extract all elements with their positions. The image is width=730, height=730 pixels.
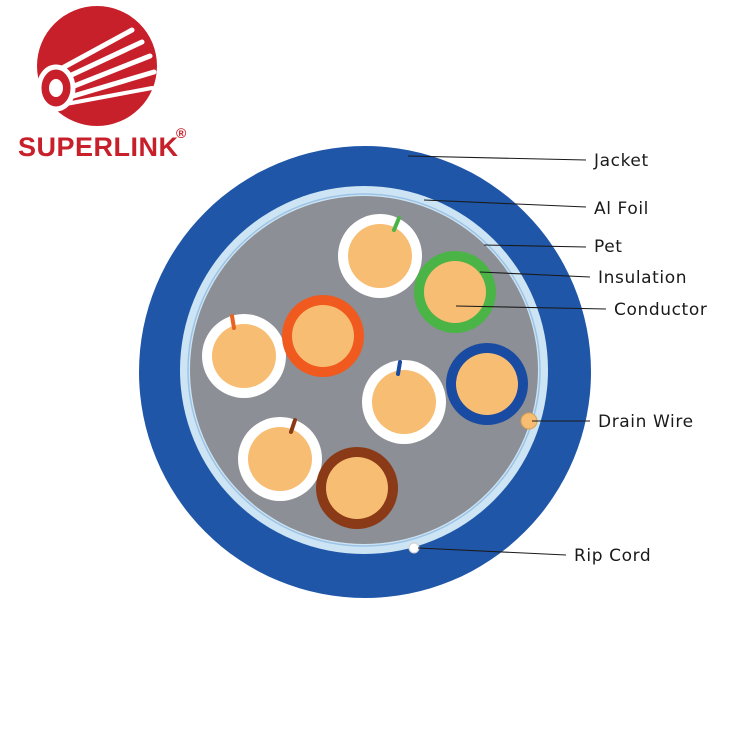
copper-conductor bbox=[292, 305, 354, 367]
brand-name: SUPERLINK bbox=[18, 132, 179, 162]
foil-inner-edge bbox=[187, 193, 541, 547]
superlink-logo: SUPERLINK ® bbox=[18, 6, 187, 162]
brown-stripe bbox=[289, 418, 297, 434]
copper-conductor bbox=[424, 261, 486, 323]
copper-conductor bbox=[326, 457, 388, 519]
wire-brown bbox=[316, 447, 398, 529]
leader-insulation bbox=[479, 271, 591, 278]
leader-jacket bbox=[407, 155, 587, 161]
logo-strand bbox=[57, 69, 157, 103]
copper-conductor bbox=[348, 224, 412, 288]
logo-cable-core bbox=[49, 79, 63, 97]
label-conductor: Conductor bbox=[614, 300, 707, 320]
leader-pet bbox=[483, 244, 587, 248]
registered-mark: ® bbox=[176, 125, 187, 141]
rip-cord bbox=[408, 542, 420, 554]
wire-white-green bbox=[338, 214, 422, 298]
wire-white-orange bbox=[202, 314, 286, 398]
cable-cross-section bbox=[139, 146, 591, 598]
cable-bundle-logo-icon bbox=[36, 6, 157, 126]
callout-labels: Jacket Al Foil Pet Insulation Conductor … bbox=[574, 151, 707, 566]
label-insulation: Insulation bbox=[598, 268, 687, 288]
label-al-foil: Al Foil bbox=[594, 199, 649, 219]
leader-conductor bbox=[455, 305, 607, 310]
green-stripe bbox=[392, 216, 401, 232]
logo-strand bbox=[64, 86, 154, 106]
wire-green bbox=[414, 251, 496, 333]
copper-conductor bbox=[372, 370, 436, 434]
leader-lines bbox=[407, 155, 607, 556]
wire-white-brown bbox=[238, 417, 322, 501]
blue-stripe bbox=[396, 360, 402, 376]
label-drain-wire: Drain Wire bbox=[598, 412, 694, 432]
label-jacket: Jacket bbox=[593, 151, 649, 171]
wire-orange bbox=[282, 295, 364, 377]
label-pet: Pet bbox=[594, 237, 623, 257]
wire-white-blue bbox=[362, 360, 446, 444]
orange-stripe bbox=[230, 314, 236, 330]
label-rip-cord: Rip Cord bbox=[574, 546, 651, 566]
copper-conductor bbox=[456, 353, 518, 415]
leader-al-foil bbox=[423, 199, 587, 208]
copper-conductor bbox=[212, 324, 276, 388]
copper-conductor bbox=[248, 427, 312, 491]
wire-blue bbox=[446, 343, 528, 425]
leader-rip-cord bbox=[417, 547, 567, 556]
